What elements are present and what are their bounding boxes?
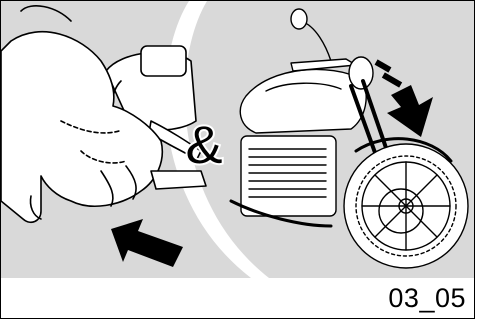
ampersand-symbol: & — [184, 113, 224, 176]
engine-block — [241, 136, 336, 216]
mirror — [291, 9, 307, 29]
wheel-spokes — [362, 162, 450, 250]
illustration: & — [1, 1, 474, 278]
figure-code: 03_05 — [388, 283, 466, 314]
master-cylinder — [141, 46, 186, 76]
headlight — [349, 57, 373, 89]
illustration-svg: & — [1, 1, 474, 278]
